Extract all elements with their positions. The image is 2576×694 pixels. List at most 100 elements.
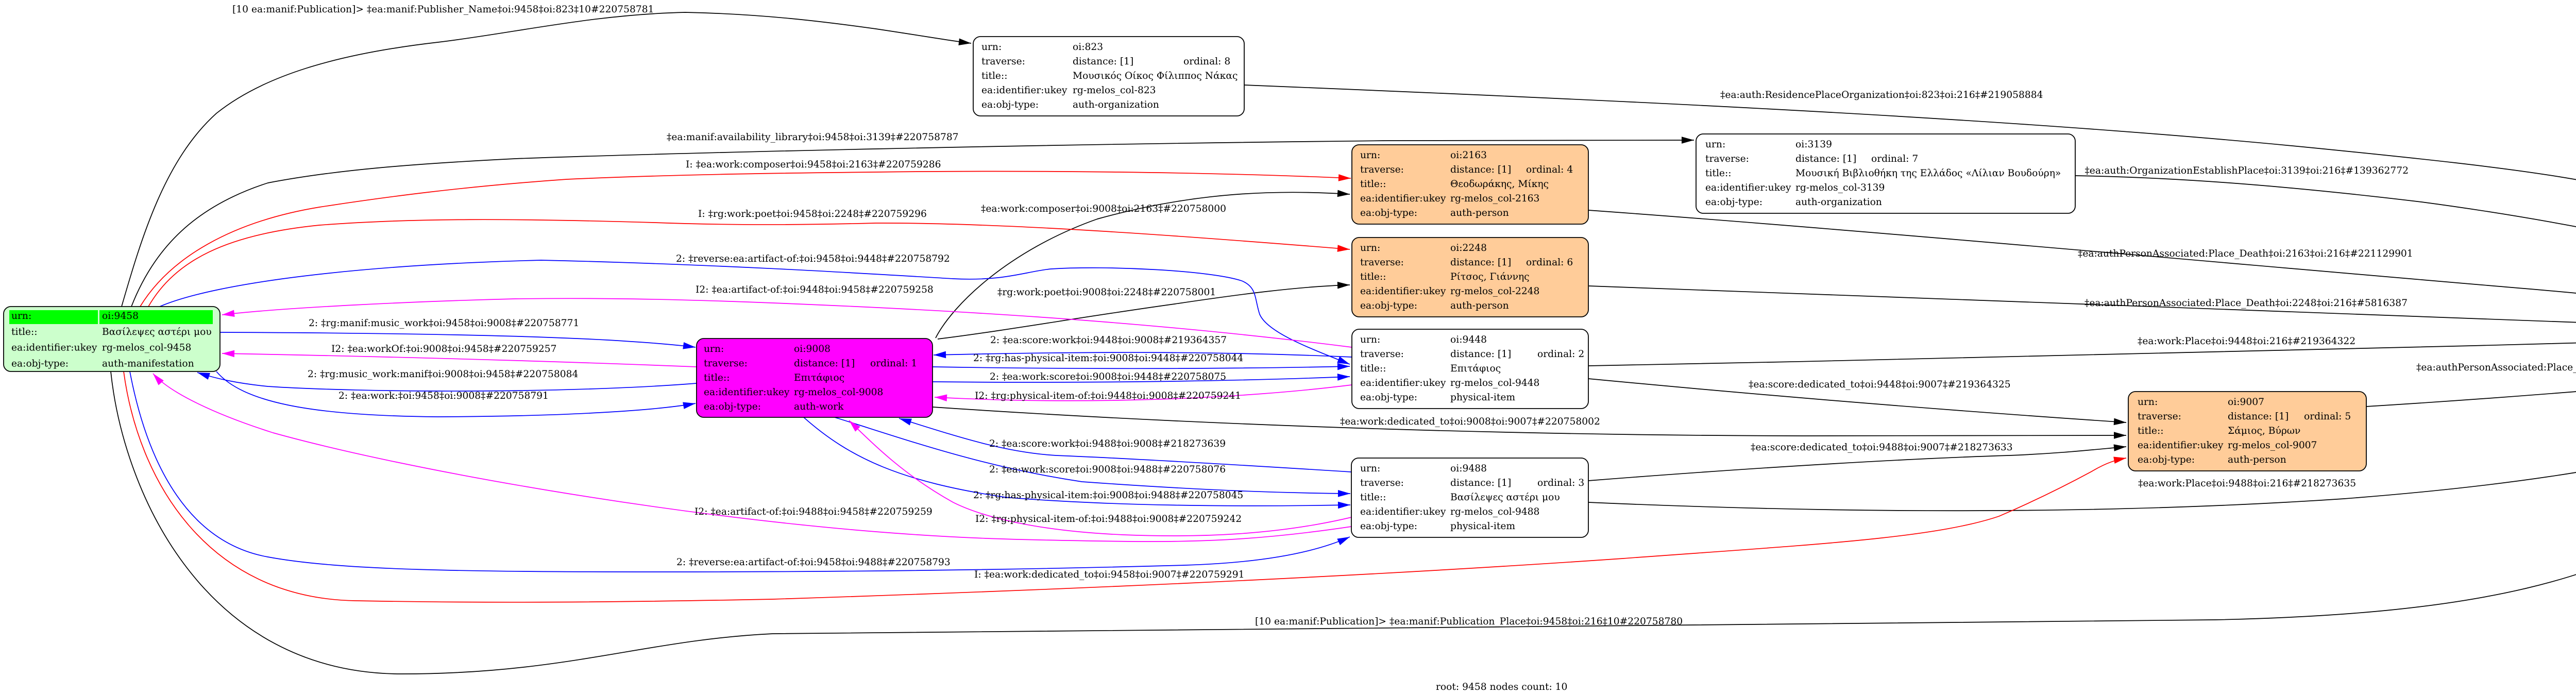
svg-text:oi:9488: oi:9488 xyxy=(1450,463,1487,474)
svg-text:Βασίλεψες αστέρι μου: Βασίλεψες αστέρι μου xyxy=(102,327,212,337)
svg-text:auth-person: auth-person xyxy=(1450,300,1509,311)
svg-text:‡ea:work:Place‡oi:9488‡oi:216‡: ‡ea:work:Place‡oi:9488‡oi:216‡#218273635 xyxy=(2138,478,2356,489)
svg-text:I: ‡rg:work:poet‡oi:9458‡oi:22: I: ‡rg:work:poet‡oi:9458‡oi:2248‡#220759… xyxy=(698,209,927,219)
svg-text:‡ea:work:Place‡oi:9448‡oi:216‡: ‡ea:work:Place‡oi:9448‡oi:216‡#219364322 xyxy=(2138,336,2355,347)
svg-text:auth-organization: auth-organization xyxy=(1795,197,1882,208)
svg-text:2: ‡ea:work:‡oi:9458‡oi:9008‡#: 2: ‡ea:work:‡oi:9458‡oi:9008‡#220758791 xyxy=(338,391,549,401)
svg-text:I2: ‡rg:physical-item-of:‡oi:9: I2: ‡rg:physical-item-of:‡oi:9448‡oi:900… xyxy=(975,391,1241,401)
svg-text:title::: title:: xyxy=(1705,168,1732,179)
svg-text:traverse:: traverse: xyxy=(704,358,748,369)
svg-text:ordinal: 2: ordinal: 2 xyxy=(1537,349,1584,360)
svg-text:I: ‡ea:work:dedicated_to‡oi:94: I: ‡ea:work:dedicated_to‡oi:9458‡oi:9007… xyxy=(974,569,1244,580)
svg-text:ea:obj-type:: ea:obj-type: xyxy=(704,401,761,412)
svg-text:ea:identifier:ukey: ea:identifier:ukey xyxy=(1360,286,1446,297)
svg-text:ea:obj-type:: ea:obj-type: xyxy=(11,358,69,369)
svg-text:title::: title:: xyxy=(981,71,1008,81)
svg-text:2: ‡ea:work:score‡oi:9008‡oi:9: 2: ‡ea:work:score‡oi:9008‡oi:9448‡#22075… xyxy=(990,371,1226,382)
svg-text:I2: ‡rg:physical-item-of:‡oi:9: I2: ‡rg:physical-item-of:‡oi:9488‡oi:900… xyxy=(975,514,1242,524)
svg-text:ordinal: 3: ordinal: 3 xyxy=(1537,478,1584,488)
svg-text:2: ‡rg:has-physical-item:‡oi:9: 2: ‡rg:has-physical-item:‡oi:9008‡oi:944… xyxy=(973,353,1243,364)
svg-text:physical-item: physical-item xyxy=(1450,392,1515,403)
svg-text:ordinal: 8: ordinal: 8 xyxy=(1183,56,1230,67)
svg-text:urn:: urn: xyxy=(1360,150,1380,161)
svg-text:traverse:: traverse: xyxy=(1360,478,1404,488)
svg-text:oi:2248: oi:2248 xyxy=(1450,243,1487,253)
svg-text:‡rg:work:poet‡oi:9008‡oi:2248‡: ‡rg:work:poet‡oi:9008‡oi:2248‡#220758001 xyxy=(997,287,1216,298)
svg-text:distance: [1]: distance: [1] xyxy=(2228,411,2289,422)
svg-text:title::: title:: xyxy=(2138,426,2164,436)
svg-text:oi:823: oi:823 xyxy=(1073,42,1103,53)
svg-text:title::: title:: xyxy=(1360,363,1386,374)
svg-text:2: ‡ea:work:score‡oi:9008‡oi:9: 2: ‡ea:work:score‡oi:9008‡oi:9488‡#22075… xyxy=(989,464,1226,475)
svg-text:I2: ‡ea:workOf:‡oi:9008‡oi:945: I2: ‡ea:workOf:‡oi:9008‡oi:9458‡#2207592… xyxy=(331,344,557,354)
svg-text:ea:identifier:ukey: ea:identifier:ukey xyxy=(981,85,1067,96)
svg-text:‡ea:auth:ResidencePlaceOrganiz: ‡ea:auth:ResidencePlaceOrganization‡oi:8… xyxy=(1720,90,2043,100)
svg-text:ea:obj-type:: ea:obj-type: xyxy=(1360,300,1417,311)
svg-text:title::: title:: xyxy=(1360,492,1386,503)
svg-text:I2: ‡ea:artifact-of:‡oi:9448‡o: I2: ‡ea:artifact-of:‡oi:9448‡oi:9458‡#22… xyxy=(696,284,934,295)
svg-text:physical-item: physical-item xyxy=(1450,521,1515,532)
svg-text:I: ‡ea:work:composer‡oi:9458‡o: I: ‡ea:work:composer‡oi:9458‡oi:2163‡#22… xyxy=(686,159,941,170)
svg-text:title::: title:: xyxy=(704,373,730,383)
svg-text:‡ea:score:dedicated_to‡oi:9488: ‡ea:score:dedicated_to‡oi:9488‡oi:9007‡#… xyxy=(1751,442,2013,453)
svg-text:I2: ‡ea:artifact-of:‡oi:9488‡o: I2: ‡ea:artifact-of:‡oi:9488‡oi:9458‡#22… xyxy=(694,506,933,517)
svg-text:ea:identifier:ukey: ea:identifier:ukey xyxy=(1360,193,1446,204)
svg-text:‡ea:auth:OrganizationEstablish: ‡ea:auth:OrganizationEstablishPlace‡oi:3… xyxy=(2084,165,2409,176)
svg-text:Ρίτσος, Γιάννης: Ρίτσος, Γιάννης xyxy=(1450,272,1530,282)
svg-text:oi:3139: oi:3139 xyxy=(1795,139,1832,150)
svg-text:‡ea:score:dedicated_to‡oi:9448: ‡ea:score:dedicated_to‡oi:9448‡oi:9007‡#… xyxy=(1749,379,2011,390)
svg-text:traverse:: traverse: xyxy=(2138,411,2181,422)
svg-text:Μουσική Βιβλιοθήκη της Ελλάδος: Μουσική Βιβλιοθήκη της Ελλάδος «Λίλιαν Β… xyxy=(1795,168,2061,179)
svg-text:rg-melos_col-3139: rg-melos_col-3139 xyxy=(1795,182,1885,193)
svg-text:‡ea:manif:availability_library: ‡ea:manif:availability_library‡oi:9458‡o… xyxy=(667,132,959,143)
svg-text:‡ea:authPersonAssociated:Place: ‡ea:authPersonAssociated:Place_Death‡oi:… xyxy=(2078,248,2413,259)
svg-text:2: ‡ea:score:work‡oi:9448‡oi:9: 2: ‡ea:score:work‡oi:9448‡oi:9008‡#21936… xyxy=(990,335,1227,346)
svg-text:Θεοδωράκης, Μίκης: Θεοδωράκης, Μίκης xyxy=(1450,179,1549,190)
svg-text:traverse:: traverse: xyxy=(1360,257,1404,268)
svg-text:urn:: urn: xyxy=(1360,463,1380,474)
svg-text:ea:identifier:ukey: ea:identifier:ukey xyxy=(1705,182,1791,193)
svg-text:auth-person: auth-person xyxy=(2228,454,2286,465)
svg-text:‡ea:authPersonAssociated:Place: ‡ea:authPersonAssociated:Place_Birth‡oi:… xyxy=(2416,362,2576,373)
svg-text:Επιτάφιος: Επιτάφιος xyxy=(1450,363,1501,374)
svg-text:ordinal: 6: ordinal: 6 xyxy=(1526,257,1573,268)
svg-text:Βασίλεψες αστέρι μου: Βασίλεψες αστέρι μου xyxy=(1450,492,1560,503)
svg-text:ea:obj-type:: ea:obj-type: xyxy=(1360,521,1417,532)
svg-text:distance: [1]: distance: [1] xyxy=(1450,349,1511,360)
svg-text:oi:2163: oi:2163 xyxy=(1450,150,1487,161)
svg-text:rg-melos_col-823: rg-melos_col-823 xyxy=(1073,85,1156,96)
svg-text:ea:identifier:ukey: ea:identifier:ukey xyxy=(1360,378,1446,388)
svg-text:root: 9458 nodes count: 10: root: 9458 nodes count: 10 xyxy=(1436,682,1567,692)
svg-text:rg-melos_col-2163: rg-melos_col-2163 xyxy=(1450,193,1539,204)
svg-text:oi:9448: oi:9448 xyxy=(1450,334,1487,345)
svg-text:traverse:: traverse: xyxy=(1705,154,1749,164)
svg-text:ea:identifier:ukey: ea:identifier:ukey xyxy=(2138,440,2224,451)
svg-text:ea:obj-type:: ea:obj-type: xyxy=(981,99,1039,110)
svg-text:urn:: urn: xyxy=(11,311,31,321)
svg-text:ea:identifier:ukey: ea:identifier:ukey xyxy=(704,387,790,398)
svg-text:2: ‡reverse:ea:artifact-of:‡oi: 2: ‡reverse:ea:artifact-of:‡oi:9458‡oi:9… xyxy=(676,557,951,568)
svg-text:distance: [1]: distance: [1] xyxy=(1795,154,1856,164)
svg-text:ordinal: 5: ordinal: 5 xyxy=(2304,411,2351,422)
svg-text:auth-organization: auth-organization xyxy=(1073,99,1159,110)
svg-text:title::: title:: xyxy=(1360,179,1386,190)
svg-text:title::: title:: xyxy=(1360,272,1386,282)
svg-text:rg-melos_col-9448: rg-melos_col-9448 xyxy=(1450,378,1539,388)
svg-text:ea:obj-type:: ea:obj-type: xyxy=(2138,454,2195,465)
svg-text:2: ‡reverse:ea:artifact-of:‡oi: 2: ‡reverse:ea:artifact-of:‡oi:9458‡oi:9… xyxy=(676,253,950,264)
svg-text:urn:: urn: xyxy=(1360,334,1380,345)
svg-text:ea:obj-type:: ea:obj-type: xyxy=(1705,197,1762,208)
svg-text:traverse:: traverse: xyxy=(1360,164,1404,175)
svg-text:traverse:: traverse: xyxy=(981,56,1025,67)
svg-text:urn:: urn: xyxy=(1705,139,1725,150)
svg-text:rg-melos_col-9458: rg-melos_col-9458 xyxy=(102,343,191,353)
svg-text:ea:identifier:ukey: ea:identifier:ukey xyxy=(1360,506,1446,517)
svg-text:auth-manifestation: auth-manifestation xyxy=(102,358,194,369)
svg-text:distance: [1]: distance: [1] xyxy=(1450,164,1511,175)
svg-text:‡ea:work:composer‡oi:9008‡oi:2: ‡ea:work:composer‡oi:9008‡oi:2163‡#22075… xyxy=(981,204,1226,214)
svg-text:ea:obj-type:: ea:obj-type: xyxy=(1360,208,1417,218)
svg-text:‡ea:authPersonAssociated:Place: ‡ea:authPersonAssociated:Place_Death‡oi:… xyxy=(2084,298,2408,309)
svg-text:ea:identifier:ukey: ea:identifier:ukey xyxy=(11,343,97,353)
svg-text:‡ea:work:dedicated_to‡oi:9008‡: ‡ea:work:dedicated_to‡oi:9008‡oi:9007‡#2… xyxy=(1340,416,1600,427)
svg-text:traverse:: traverse: xyxy=(1360,349,1404,360)
